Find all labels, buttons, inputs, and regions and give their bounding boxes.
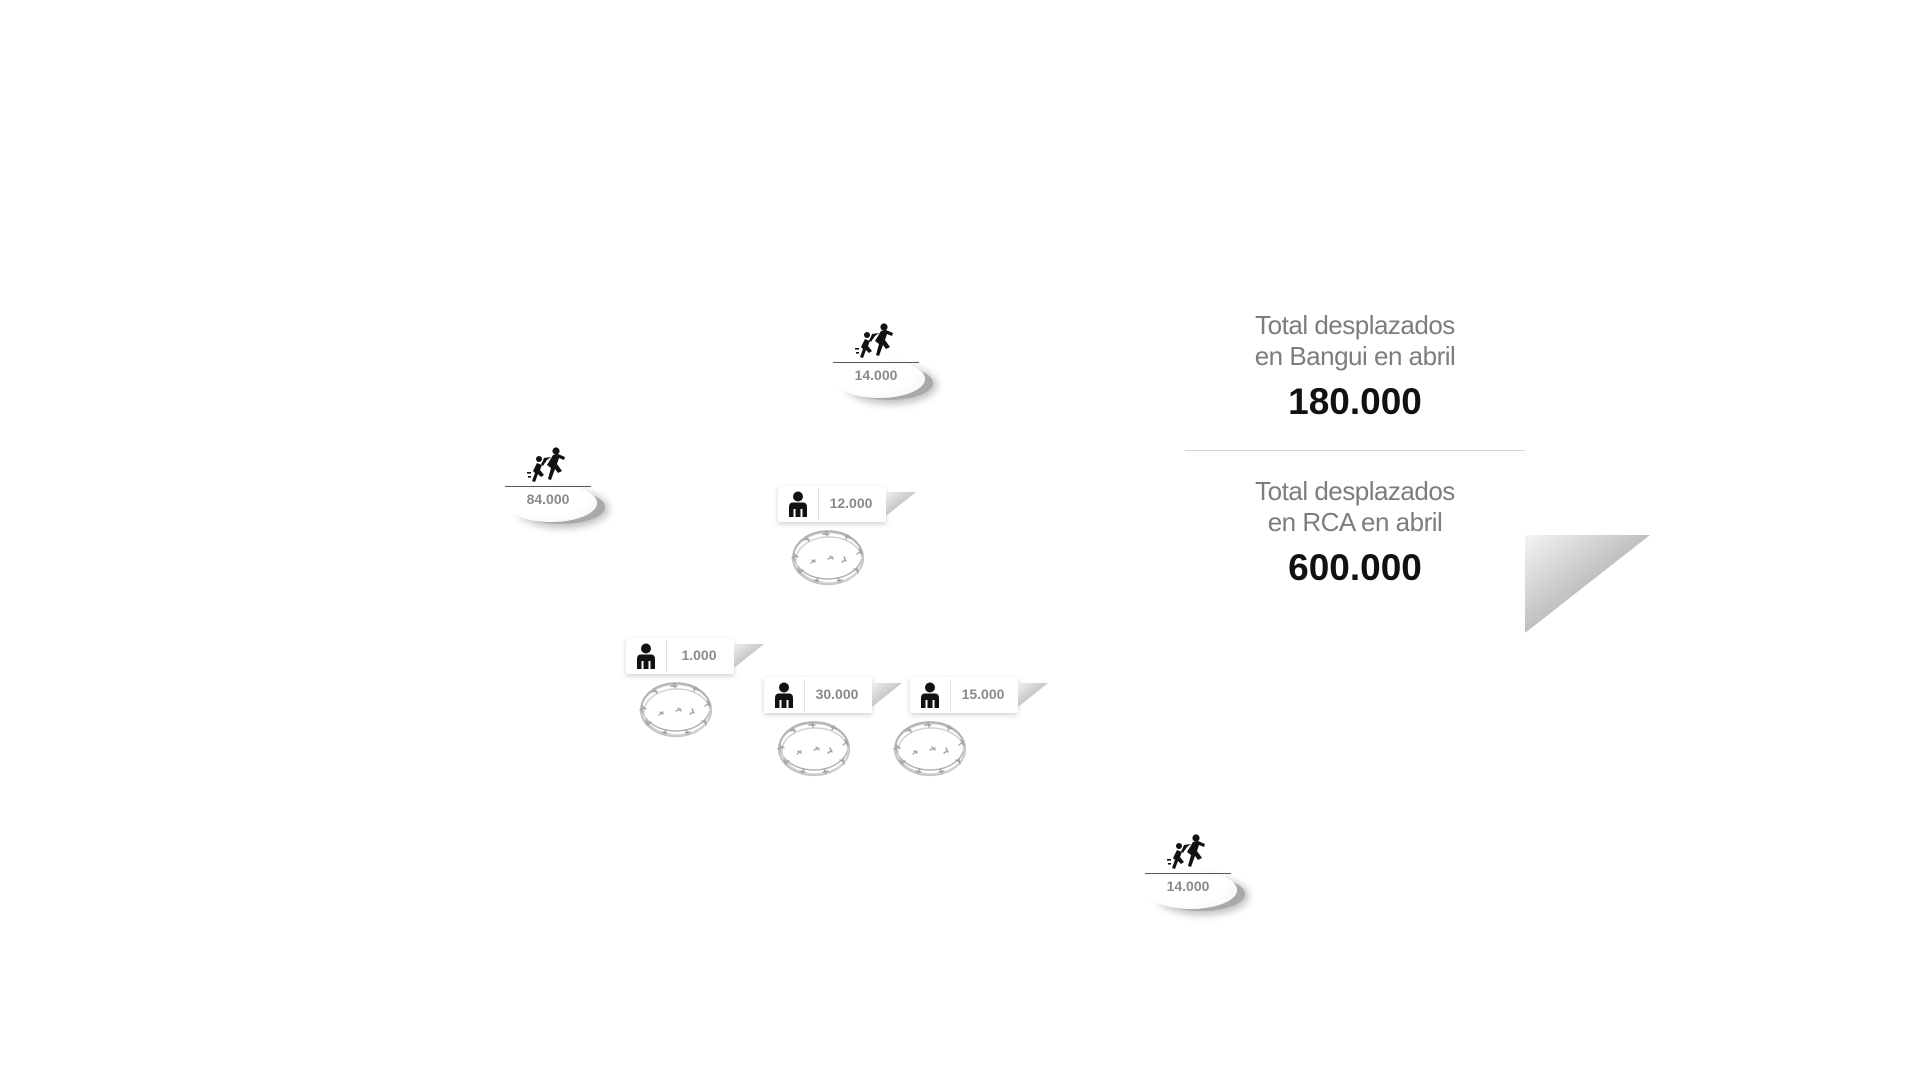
label-separator (818, 488, 819, 520)
marker-disc (833, 360, 925, 398)
panel-fold-shadow (1525, 535, 1650, 633)
total-rca-label: Total desplazados en RCA en abril (1185, 476, 1525, 538)
camp-marker-3: 30.000 (764, 677, 904, 797)
camp-count: 15.000 (961, 686, 1005, 702)
refugee-marker-west: 84.000 (505, 446, 615, 526)
camp-label-box: 30.000 (764, 677, 872, 713)
camp-marker-4: 15.000 (910, 677, 1050, 797)
refugee-marker-south: 14.000 (1145, 833, 1255, 913)
refugee-marker-north: 14.000 (833, 322, 943, 402)
refugee-count: 14.000 (854, 367, 898, 383)
label-separator (950, 679, 951, 711)
total-rca-label-line1: Total desplazados (1255, 476, 1455, 506)
refugee-count: 84.000 (526, 491, 570, 507)
total-bangui-value: 180.000 (1288, 381, 1422, 422)
label-separator (804, 679, 805, 711)
marker-rule (1145, 873, 1231, 874)
label-fold-shadow (1018, 683, 1048, 707)
marker-disc (505, 484, 597, 522)
person-icon (919, 682, 941, 708)
barbed-wire-icon (774, 715, 854, 781)
total-rca: Total desplazados en RCA en abril 600.00… (1185, 476, 1525, 588)
totals-divider (1185, 450, 1525, 451)
camp-label-box: 1.000 (626, 638, 734, 674)
total-rca-label-line2: en RCA en abril (1267, 507, 1443, 537)
fleeing-family-icon (1167, 833, 1207, 871)
total-bangui: Total desplazados en Bangui en abril 180… (1185, 310, 1525, 422)
camp-count: 1.000 (681, 647, 717, 663)
total-bangui-label: Total desplazados en Bangui en abril (1185, 310, 1525, 372)
label-fold-shadow (734, 644, 764, 668)
fleeing-family-icon (527, 446, 567, 484)
person-icon (773, 682, 795, 708)
fleeing-family-icon (855, 322, 895, 360)
barbed-wire-icon (636, 676, 716, 742)
label-fold-shadow (872, 683, 902, 707)
camp-count: 30.000 (815, 686, 859, 702)
barbed-wire-icon (788, 524, 868, 590)
camp-marker-1: 12.000 (778, 486, 918, 606)
label-fold-shadow (886, 492, 916, 516)
total-bangui-label-line2: en Bangui en abril (1254, 341, 1456, 371)
camp-marker-2: 1.000 (626, 638, 766, 758)
camp-label-box: 12.000 (778, 486, 886, 522)
marker-rule (505, 486, 591, 487)
camp-count: 12.000 (829, 495, 873, 511)
barbed-wire-icon (890, 715, 970, 781)
person-icon (787, 491, 809, 517)
marker-rule (833, 362, 919, 363)
total-bangui-label-line1: Total desplazados (1255, 310, 1455, 340)
label-separator (666, 640, 667, 672)
marker-disc (1145, 871, 1237, 909)
refugee-count: 14.000 (1166, 878, 1210, 894)
totals-panel: Total desplazados en Bangui en abril 180… (1185, 310, 1525, 588)
camp-label-box: 15.000 (910, 677, 1018, 713)
total-rca-value: 600.000 (1288, 547, 1422, 588)
person-icon (635, 643, 657, 669)
